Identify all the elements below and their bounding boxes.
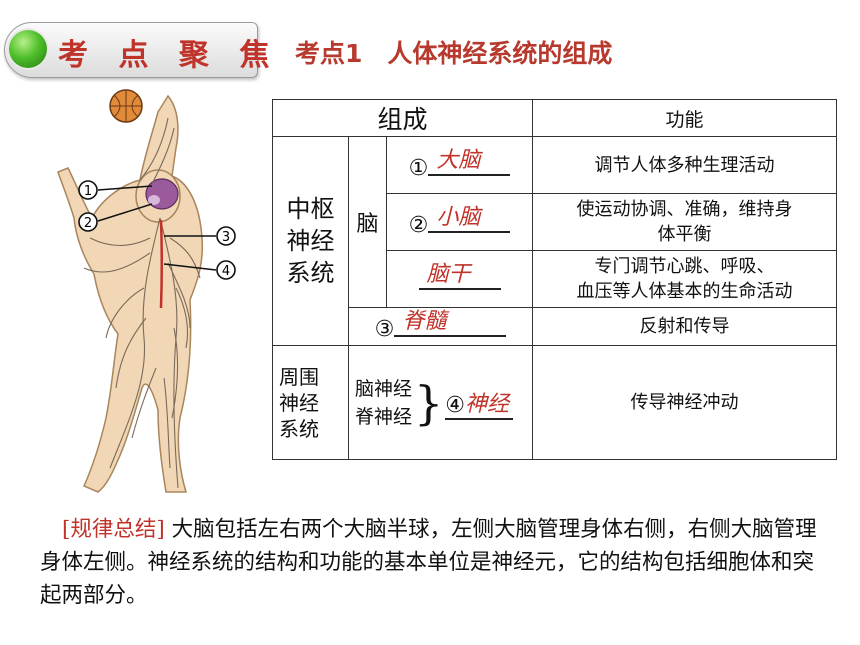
- svg-text:3: 3: [222, 230, 230, 245]
- peripheral-nerves-cell: 脑神经 脊神经 } ④神经: [348, 345, 533, 460]
- header-function: 功能: [532, 99, 837, 137]
- cerebrum-function: 调节人体多种生理活动: [532, 136, 837, 194]
- brainstem-blank: 脑干: [386, 250, 533, 308]
- body-silhouette: [57, 94, 204, 493]
- cerebellum-function: 使运动协调、准确，维持身 体平衡: [532, 193, 837, 251]
- callout-3: 3: [216, 226, 236, 246]
- brainstem-function: 专门调节心跳、呼吸、 血压等人体基本的生命活动: [532, 250, 837, 308]
- answer-spinal-cord: 脊髓: [402, 309, 447, 334]
- svg-text:1: 1: [84, 184, 92, 199]
- answer-brainstem: 脑干: [426, 261, 471, 287]
- cranial-nerves: 脑神经: [355, 377, 413, 400]
- answer-cerebrum: 大脑: [436, 147, 481, 173]
- answer-nerves: 神经: [465, 391, 510, 417]
- answer-cerebellum: 小脑: [436, 204, 481, 230]
- rule-summary: [规律总结] 大脑包括左右两个大脑半球，左侧大脑管理身体右侧，右侧大脑管理身体左…: [40, 513, 830, 612]
- spinal-cord: [159, 219, 163, 309]
- central-nervous-system-cell: 中枢 神经 系统: [272, 136, 349, 346]
- callout-1: 1: [78, 180, 98, 200]
- green-ball-icon: [9, 30, 47, 68]
- summary-text: 大脑包括左右两个大脑半球，左侧大脑管理身体右侧，右侧大脑管理身体左侧。神经系统的…: [40, 517, 817, 608]
- svg-text:2: 2: [84, 216, 92, 231]
- nervous-system-illustration: 1 2 3 4: [57, 89, 236, 493]
- peripheral-nervous-system-cell: 周围 神经 系统: [272, 345, 349, 460]
- section-title: 考 点 聚 焦: [58, 38, 280, 73]
- spinal-cord-function: 反射和传导: [532, 307, 837, 346]
- svg-text:4: 4: [222, 264, 230, 279]
- callout-4: 4: [216, 260, 236, 280]
- brain-cell: 脑: [348, 136, 387, 308]
- topic-subtitle: 考点1 人体神经系统的组成: [295, 39, 613, 68]
- spinal-nerves: 脊神经: [355, 405, 413, 428]
- peripheral-function: 传导神经冲动: [532, 345, 837, 460]
- summary-label: [规律总结]: [62, 517, 165, 542]
- callout-2: 2: [78, 212, 98, 232]
- header-composition: 组成: [272, 99, 533, 137]
